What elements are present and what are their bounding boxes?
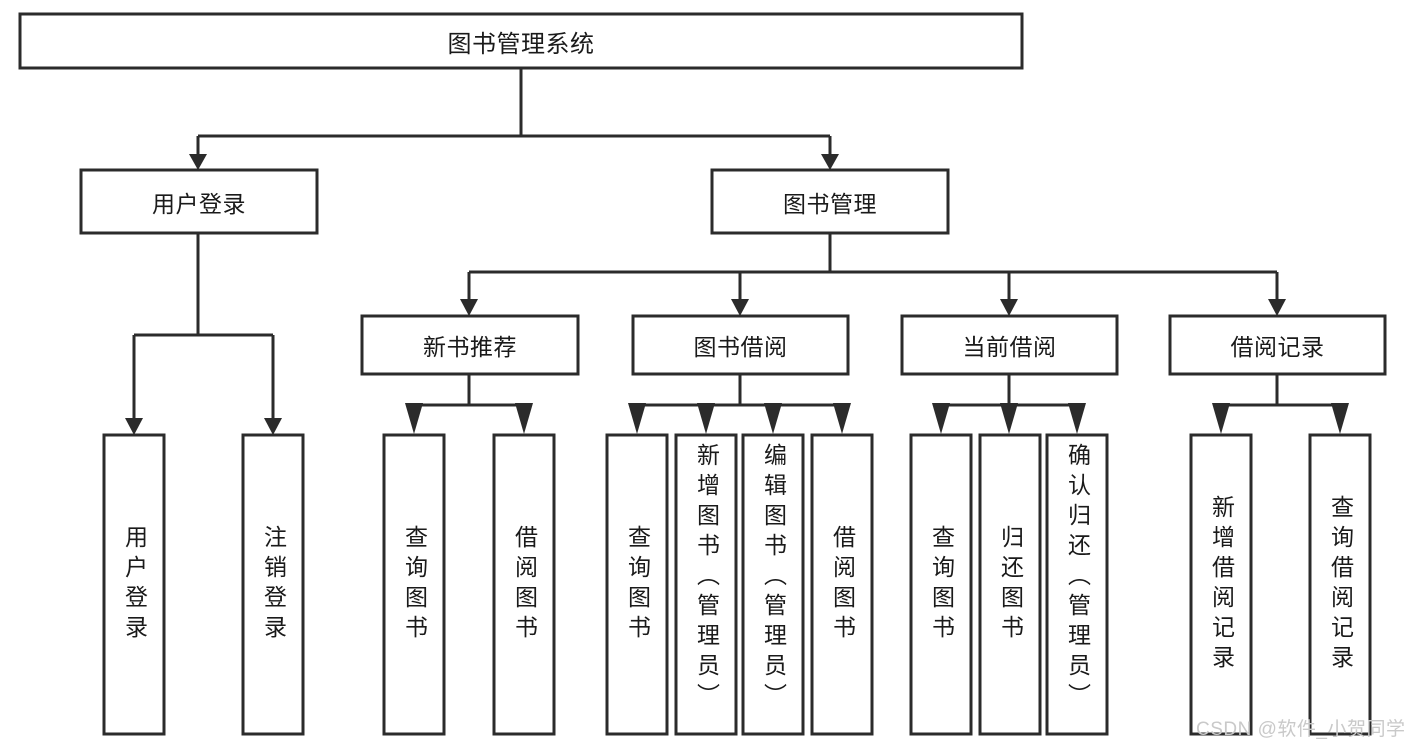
node-borrow-record[interactable] bbox=[1168, 314, 1387, 376]
connector-group-new-book bbox=[405, 374, 533, 434]
connector-group-book-borrow bbox=[628, 374, 851, 434]
leaf-user-login-0[interactable] bbox=[102, 433, 166, 736]
leaf-current-borrow-0[interactable] bbox=[909, 433, 973, 736]
leaf-borrow-record-0[interactable] bbox=[1189, 433, 1253, 736]
leaf-current-borrow-1[interactable] bbox=[978, 433, 1042, 736]
leaf-book-borrow-2[interactable] bbox=[741, 433, 805, 736]
node-user-login[interactable] bbox=[79, 168, 319, 235]
leaf-book-borrow-0[interactable] bbox=[605, 433, 669, 736]
node-book-manage[interactable] bbox=[710, 168, 950, 235]
leaf-user-login-1[interactable] bbox=[241, 433, 305, 736]
leaf-book-borrow-3[interactable] bbox=[810, 433, 874, 736]
leaf-book-borrow-1[interactable] bbox=[674, 433, 738, 736]
node-new-book-recommend[interactable] bbox=[360, 314, 580, 376]
leaf-new-book-0[interactable] bbox=[382, 433, 446, 736]
connector-group-root bbox=[189, 68, 839, 170]
node-book-borrow[interactable] bbox=[631, 314, 850, 376]
connector-group-borrow-record bbox=[1212, 374, 1349, 434]
leaf-current-borrow-2[interactable] bbox=[1045, 433, 1109, 736]
leaf-borrow-record-1[interactable] bbox=[1308, 433, 1372, 736]
leaf-new-book-1[interactable] bbox=[492, 433, 556, 736]
connector-group-book-manage bbox=[460, 233, 1286, 316]
connector-group-user-login bbox=[125, 233, 282, 435]
node-root[interactable] bbox=[18, 12, 1024, 70]
connector-group-current-borrow bbox=[932, 374, 1086, 434]
node-current-borrow[interactable] bbox=[900, 314, 1119, 376]
